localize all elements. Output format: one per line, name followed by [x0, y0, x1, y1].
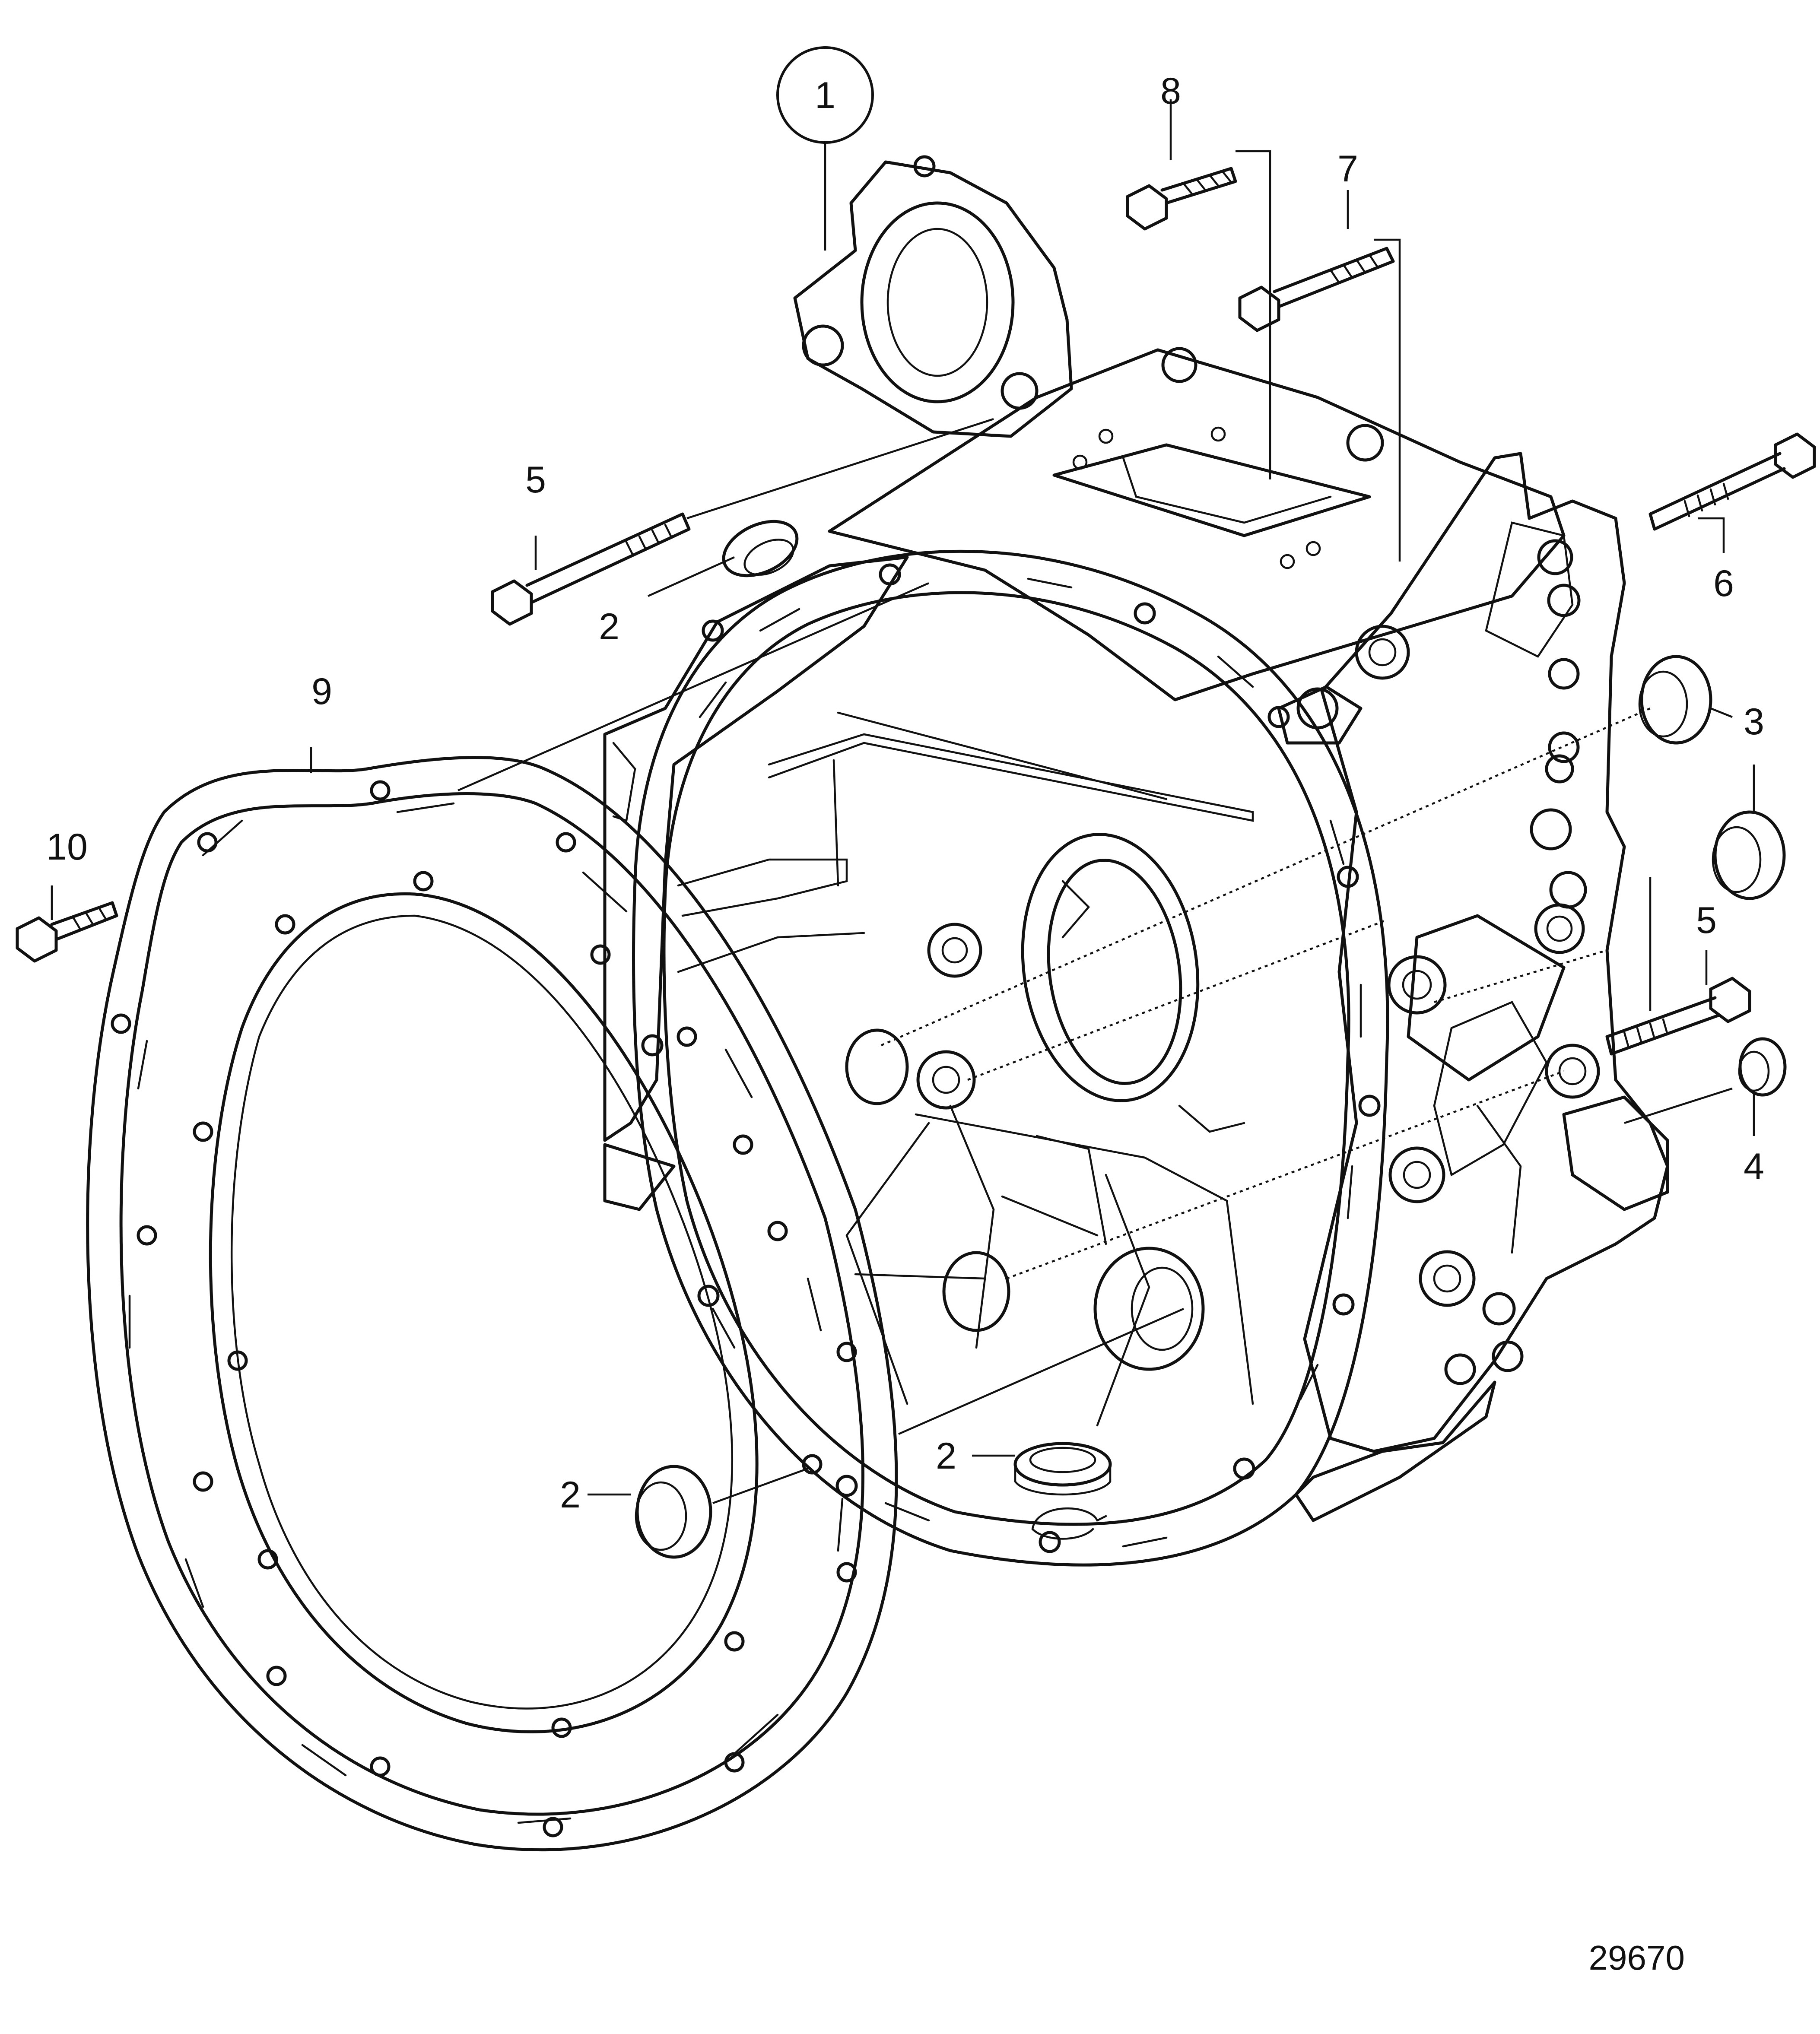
flywheel-housing — [603, 155, 1669, 1567]
callout-2-bottom: 2 — [936, 1435, 956, 1477]
plug-item-2-top — [722, 520, 799, 578]
bell-flange-slots — [668, 578, 1362, 1548]
gasket-ring — [86, 756, 898, 1852]
gasket-slots — [128, 802, 844, 1824]
bolt-item-8 — [1126, 167, 1237, 231]
callout-5-right: 5 — [1696, 900, 1717, 941]
bell-bolt-holes — [641, 563, 1381, 1553]
seal-item-2-bottom — [1013, 1442, 1112, 1540]
bolt-item-5-right — [1605, 977, 1751, 1056]
dotted-alignment-lines — [881, 707, 1651, 1280]
callout-7: 7 — [1337, 148, 1358, 190]
plug-item-4 — [1738, 1037, 1787, 1097]
plug-item-2-lower-left — [635, 1465, 712, 1559]
bolt-item-10 — [16, 901, 118, 963]
callout-1: 1 — [776, 46, 874, 144]
bolt-item-6 — [1648, 432, 1816, 531]
bolt-item-7 — [1238, 247, 1395, 332]
svg-text:1: 1 — [815, 75, 835, 116]
callout-5-left: 5 — [525, 459, 546, 501]
callout-6: 6 — [1713, 563, 1734, 604]
callout-8: 8 — [1160, 70, 1181, 112]
callout-9: 9 — [311, 671, 332, 712]
callout-4: 4 — [1744, 1146, 1764, 1187]
callout-2-lower-left: 2 — [560, 1474, 581, 1516]
callout-10: 10 — [46, 826, 88, 868]
bolt-item-5-left — [491, 512, 691, 626]
document-number: 29670 — [1589, 1939, 1685, 1977]
gasket-bolt-holes — [111, 780, 857, 1837]
callout-3: 3 — [1744, 701, 1764, 743]
callout-2-top: 2 — [599, 606, 619, 647]
plug-item-3-lower — [1712, 810, 1786, 900]
plug-item-3-upper — [1638, 655, 1712, 745]
leader-lines — [51, 99, 1755, 1504]
